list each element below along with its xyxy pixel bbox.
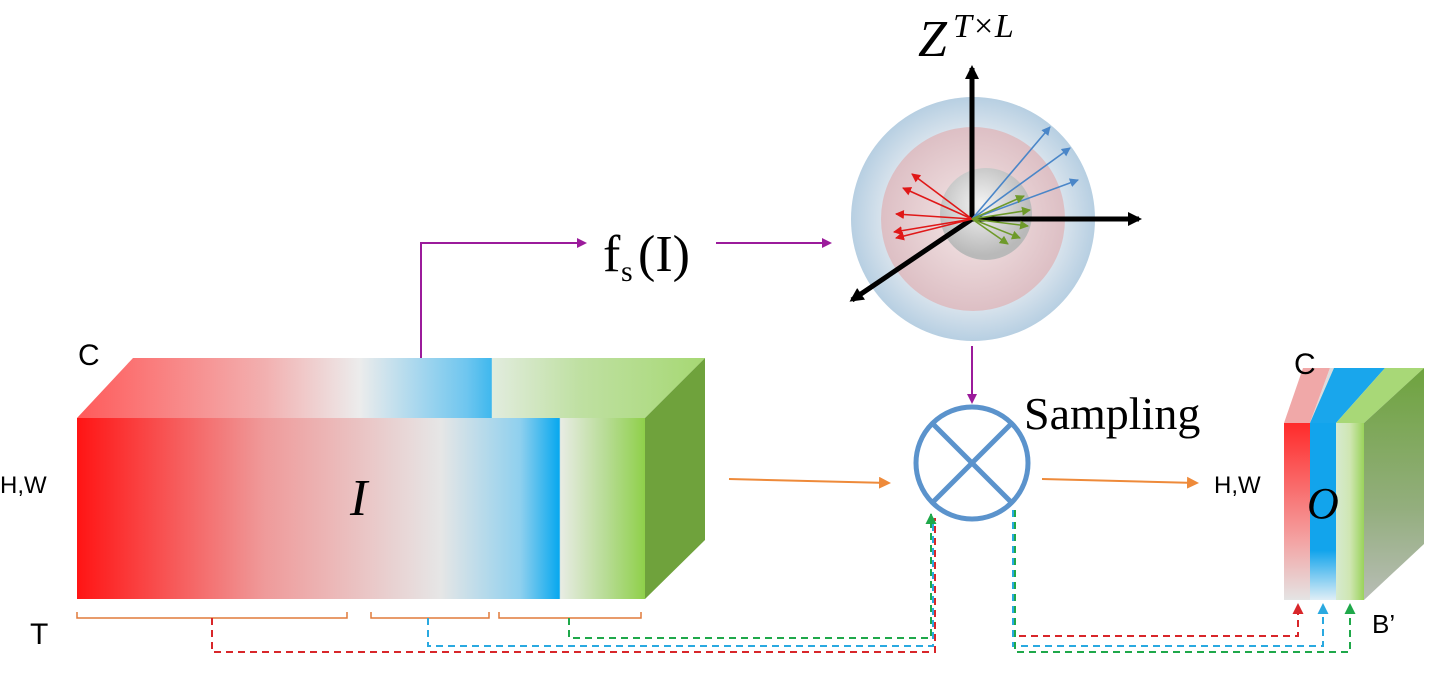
bracket-green-segment bbox=[498, 612, 642, 619]
blue-vector bbox=[971, 126, 1051, 220]
output-top-green bbox=[1336, 368, 1424, 423]
input-hw-label: H,W bbox=[0, 472, 47, 499]
red-vector bbox=[895, 218, 973, 241]
input-tensor-symbol: I bbox=[349, 470, 370, 527]
latent-space-superscript: T×L bbox=[953, 8, 1014, 45]
green-vector bbox=[971, 218, 1029, 230]
bracket-red-segment bbox=[76, 612, 348, 619]
dashed-blue-input bbox=[427, 518, 934, 647]
fs-symbol: f bbox=[603, 226, 621, 283]
sampling-operator-circle bbox=[913, 404, 1031, 522]
bracket-blue-segment bbox=[370, 612, 490, 619]
dashed-red-input bbox=[211, 518, 936, 653]
data-flow-arrows bbox=[728, 476, 1199, 489]
latent-axes bbox=[849, 65, 1142, 303]
fs-subscript: s bbox=[621, 255, 633, 288]
output-channel-label: C bbox=[1294, 348, 1316, 381]
sampling-label: Sampling bbox=[1024, 388, 1200, 439]
input-block-side-face bbox=[645, 358, 705, 599]
green-vector bbox=[971, 195, 1025, 220]
red-vector bbox=[911, 173, 973, 220]
output-tensor-symbol: O bbox=[1307, 479, 1339, 528]
arrow-block-to-sampling bbox=[728, 476, 891, 489]
green-vector bbox=[971, 218, 1021, 240]
arrow-sampling-to-output bbox=[1041, 476, 1199, 489]
input-time-label: T bbox=[30, 618, 48, 651]
blue-sample-vectors bbox=[971, 126, 1079, 220]
red-vector bbox=[902, 187, 973, 220]
output-front-blue bbox=[1310, 423, 1336, 600]
feature-path bbox=[420, 238, 977, 404]
segment-brackets bbox=[76, 612, 642, 619]
red-sample-vectors bbox=[893, 173, 973, 241]
red-vector bbox=[895, 210, 973, 220]
output-hw-label: H,W bbox=[1214, 472, 1261, 499]
dashed-red-output bbox=[1012, 510, 1304, 637]
fs-argument: (I) bbox=[638, 226, 690, 283]
input-block-front-face bbox=[77, 418, 645, 599]
sampling-operator-cross-b bbox=[930, 421, 1014, 505]
blue-vector bbox=[971, 147, 1071, 220]
dashed-blue-output bbox=[1012, 510, 1329, 647]
dashed-connections bbox=[211, 510, 1356, 653]
input-tensor-block bbox=[77, 358, 705, 599]
green-vector bbox=[971, 218, 1009, 245]
output-top-blue bbox=[1310, 368, 1385, 423]
circle-times-icon bbox=[913, 404, 1031, 522]
output-side-face bbox=[1364, 368, 1424, 600]
output-front-green bbox=[1336, 423, 1364, 600]
latent-space-label: Z T×L bbox=[918, 8, 1014, 68]
fs-function-label: f s (I) bbox=[603, 226, 690, 288]
red-vector bbox=[893, 218, 973, 236]
dashed-green-input bbox=[568, 513, 937, 639]
blue-vector bbox=[971, 178, 1079, 220]
green-sample-vectors bbox=[971, 195, 1031, 245]
input-block-top-face bbox=[77, 358, 705, 418]
output-top-red bbox=[1284, 368, 1330, 423]
output-batch-label: B’ bbox=[1372, 609, 1395, 639]
output-tensor-block bbox=[1284, 368, 1424, 600]
green-vector bbox=[971, 206, 1031, 220]
output-front-red bbox=[1284, 423, 1310, 600]
latent-space-symbol: Z bbox=[918, 11, 948, 68]
arrow-block-to-fs bbox=[420, 238, 587, 358]
input-channel-label: C bbox=[78, 339, 100, 372]
axis-down-left bbox=[849, 216, 974, 303]
